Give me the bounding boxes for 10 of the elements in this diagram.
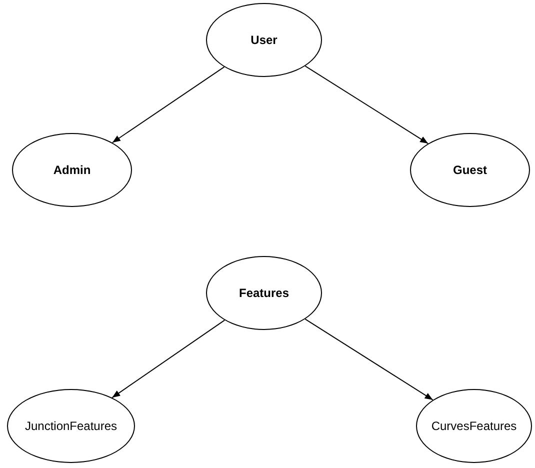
node-label: JunctionFeatures xyxy=(24,419,118,433)
arrow xyxy=(304,66,429,144)
arrow xyxy=(112,66,225,144)
node-label: Guest xyxy=(452,163,487,177)
node-label: CurvesFeatures xyxy=(431,419,517,433)
arrow xyxy=(112,320,226,398)
node-label: User xyxy=(250,33,278,47)
node-label: Features xyxy=(238,286,290,300)
node-label: Admin xyxy=(53,163,91,177)
arrow xyxy=(304,318,434,400)
